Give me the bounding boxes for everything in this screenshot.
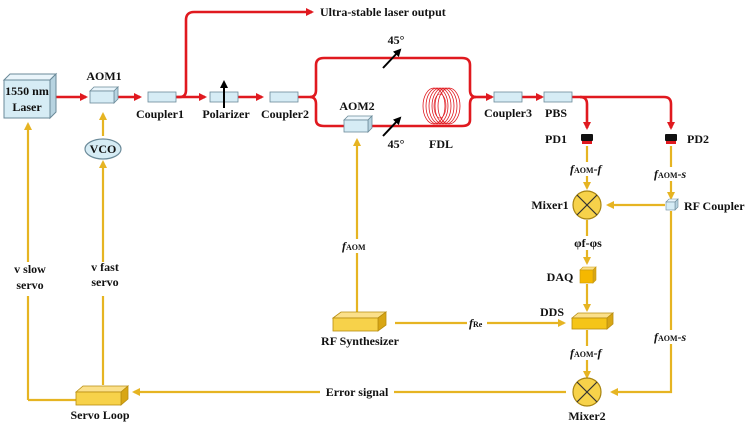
output-label: Ultra-stable laser output xyxy=(320,5,446,19)
fdl-label: FDL xyxy=(429,137,453,151)
mixer2: Mixer2 xyxy=(568,377,606,423)
aom2-label: AOM2 xyxy=(339,99,374,113)
mixer2-label: Mixer2 xyxy=(568,409,605,423)
coupler2-label: Coupler2 xyxy=(261,107,309,121)
output-path xyxy=(176,8,314,99)
rotator-top-icon xyxy=(382,48,402,69)
polarizer: Polarizer xyxy=(202,80,250,121)
servo-loop-label: Servo Loop xyxy=(70,408,129,422)
daq-label: DAQ xyxy=(547,270,574,284)
coupler3-label: Coupler3 xyxy=(484,106,532,120)
angle-bottom-label: 45° xyxy=(388,137,405,151)
upper-arm-path xyxy=(298,56,477,99)
pd2-label: PD2 xyxy=(687,132,709,146)
aom1: AOM1 xyxy=(86,69,122,104)
coupler1: Coupler1 xyxy=(136,91,184,121)
dds: DDS xyxy=(540,305,615,330)
vco-label: VCO xyxy=(90,142,117,156)
rf-synthesizer-label: RF Synthesizer xyxy=(321,334,400,348)
dds-label: DDS xyxy=(540,305,564,319)
pd1-label: PD1 xyxy=(545,132,567,146)
laser-box: 1550 nm Laser xyxy=(2,72,58,120)
rotator-bottom-icon xyxy=(382,116,402,137)
pd1: PD1 xyxy=(545,132,593,146)
coupler3: Coupler3 xyxy=(484,91,532,120)
rf-coupler-label: RF Coupler xyxy=(684,199,745,213)
rfcoupler-to-mixer2-path xyxy=(610,211,673,396)
pbs-to-pd1-path xyxy=(572,95,591,130)
slow-servo-label-2: servo xyxy=(16,278,43,292)
faom-s-label-bottom: fAOM-s xyxy=(654,330,687,344)
slow-servo-label-1: v slow xyxy=(14,262,46,276)
fast-servo-label-1: v fast xyxy=(91,260,119,274)
faom-f-label-top: fAOM-f xyxy=(570,162,603,176)
rf-coupler: RF Coupler xyxy=(665,198,745,213)
faom-f-label-bottom: fAOM-f xyxy=(570,346,603,360)
aom1-label: AOM1 xyxy=(86,69,121,83)
servo-loop: Servo Loop xyxy=(70,385,130,422)
mixer1: Mixer1 xyxy=(531,190,602,220)
coupler2: Coupler2 xyxy=(261,91,309,121)
rf-synthesizer: RF Synthesizer xyxy=(321,311,400,348)
coupler1-label: Coupler1 xyxy=(136,107,184,121)
phase-diff-label: φf-φs xyxy=(574,236,602,250)
pbs: PBS xyxy=(543,91,573,120)
mixer1-label: Mixer1 xyxy=(531,198,568,212)
aom2: AOM2 xyxy=(339,99,375,133)
faom-s-label-top: fAOM-s xyxy=(654,167,687,181)
polarizer-label: Polarizer xyxy=(202,107,250,121)
laser-label-1: 1550 nm xyxy=(5,84,49,98)
fast-servo-label-2: servo xyxy=(91,275,118,289)
faom-label: fAOM xyxy=(342,239,366,253)
error-signal-label: Error signal xyxy=(326,385,389,399)
fdl-coil-icon xyxy=(422,87,461,125)
angle-top-label: 45° xyxy=(388,33,405,47)
laser-label-2: Laser xyxy=(12,100,42,114)
daq: DAQ xyxy=(547,266,597,284)
pbs-to-pd2-path xyxy=(580,95,675,130)
vco: VCO xyxy=(84,138,122,160)
pbs-label: PBS xyxy=(545,106,567,120)
pd2: PD2 xyxy=(665,132,709,146)
fre-label: fRe xyxy=(469,316,483,330)
